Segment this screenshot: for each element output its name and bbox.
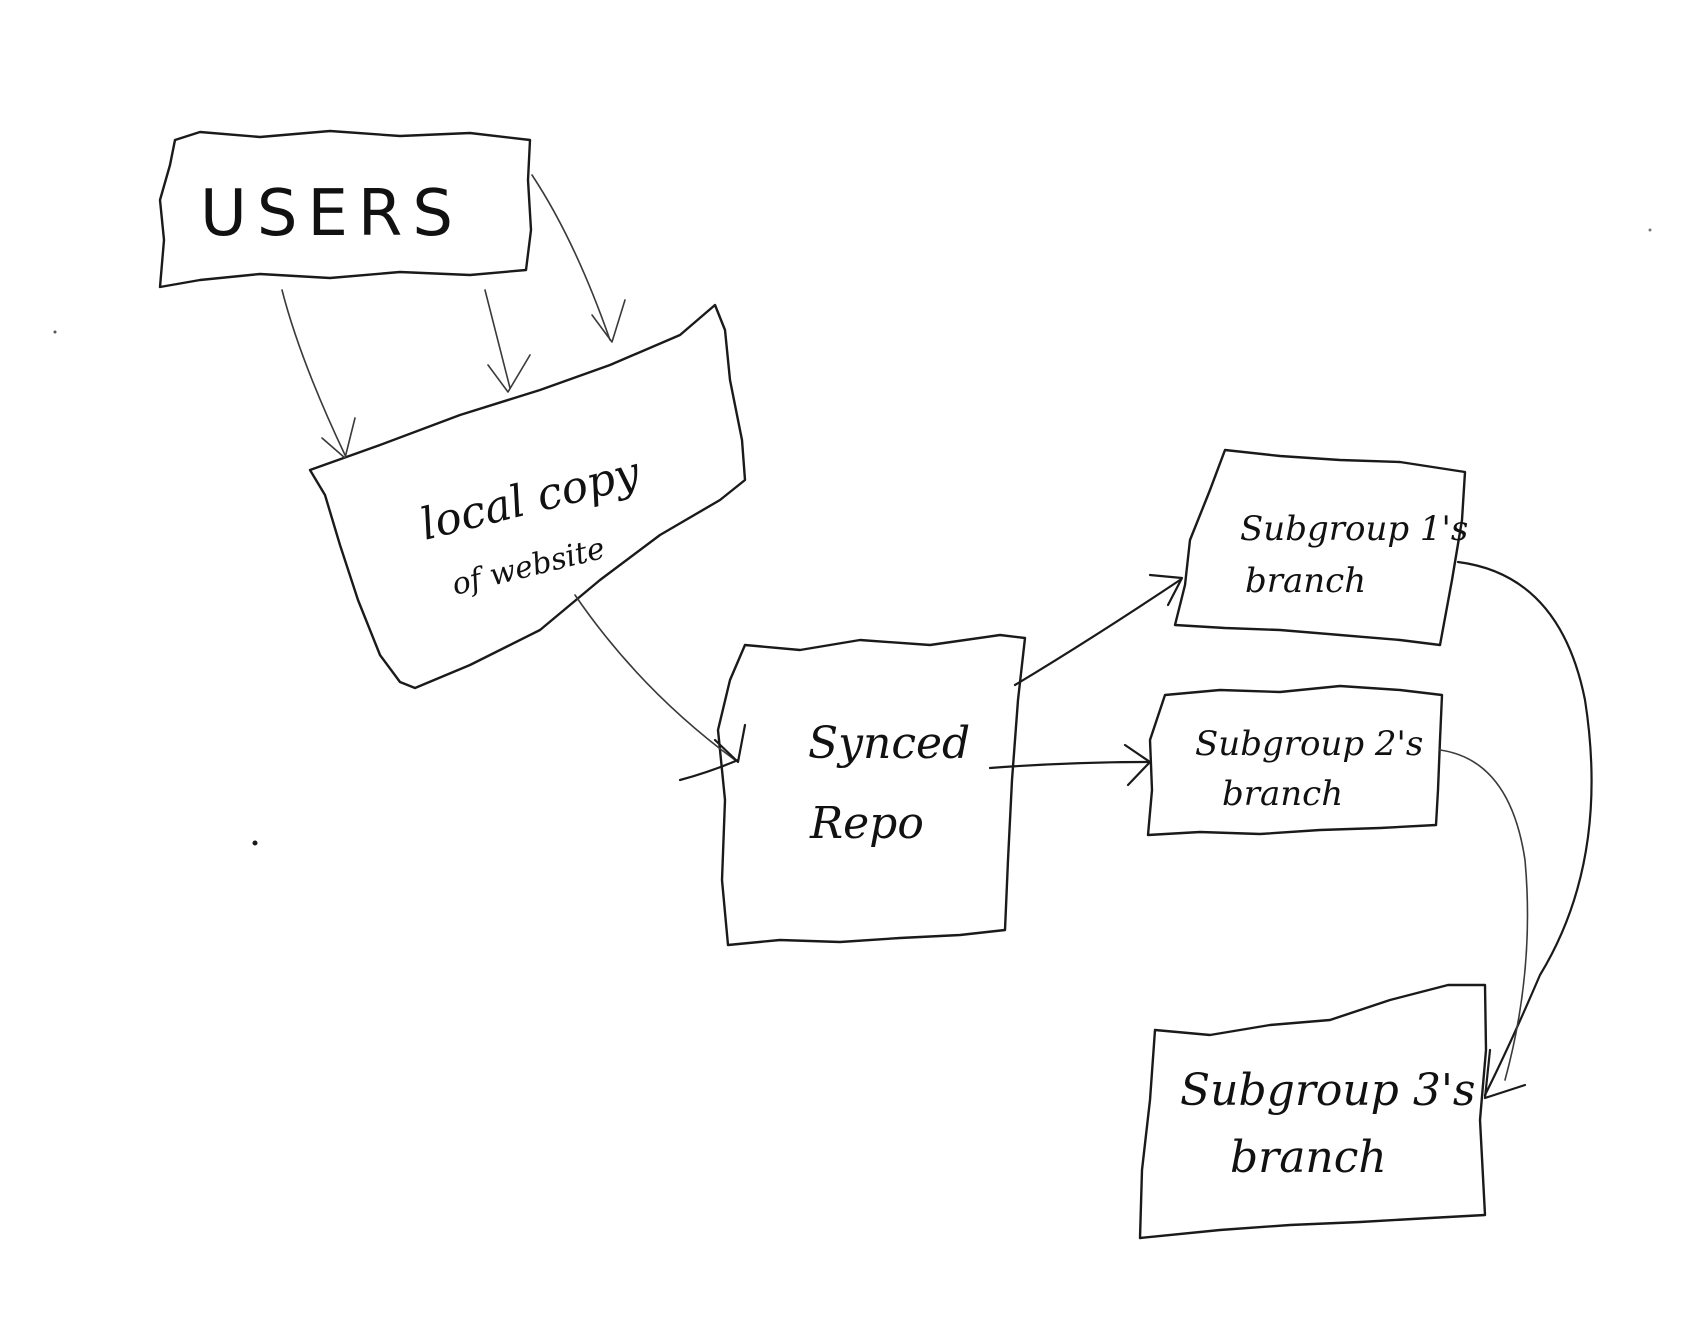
node-subgroup3-line2: branch: [1230, 1132, 1387, 1183]
node-subgroup1-shape: [1173, 448, 1467, 647]
node-subgroup3-shape: [1138, 983, 1488, 1240]
ink-dot: [1648, 228, 1652, 232]
edge-local-copy-to-synced-repo: [574, 594, 747, 782]
edge-synced-repo-to-subgroup1: [1013, 573, 1184, 687]
node-local-copy: local copy of website: [308, 303, 747, 690]
node-synced-repo-line1: Synced: [808, 718, 970, 769]
edge-subgroup2-to-subgroup3: [1439, 749, 1529, 1081]
node-subgroup3-line1: Subgroup 3's: [1180, 1065, 1476, 1116]
node-subgroup3: Subgroup 3's branch: [1138, 983, 1488, 1240]
node-subgroup1-line1: Subgroup 1's: [1240, 509, 1468, 549]
node-synced-repo-line2: Repo: [809, 798, 924, 849]
edge-synced-repo-to-subgroup2: [988, 743, 1152, 787]
ink-dot: [53, 330, 57, 334]
edge-users-to-local-copy-3: [531, 174, 626, 343]
node-subgroup1-line2: branch: [1245, 561, 1366, 601]
node-users: USERS: [158, 129, 533, 289]
edge-users-to-local-copy-1: [281, 289, 356, 459]
node-users-shape: [158, 129, 533, 289]
ink-dot: [252, 840, 258, 846]
node-subgroup2-line1: Subgroup 2's: [1195, 724, 1423, 764]
node-subgroup2: Subgroup 2's branch: [1146, 684, 1444, 837]
node-synced-repo: Synced Repo: [716, 633, 1027, 947]
node-subgroup2-shape: [1146, 684, 1444, 837]
edge-users-to-local-copy-2: [484, 289, 531, 393]
node-synced-repo-shape: [716, 633, 1027, 947]
node-local-copy-shape: [308, 303, 747, 690]
node-users-label: USERS: [200, 177, 463, 251]
node-subgroup1: Subgroup 1's branch: [1173, 448, 1468, 647]
node-subgroup2-line2: branch: [1222, 774, 1343, 814]
